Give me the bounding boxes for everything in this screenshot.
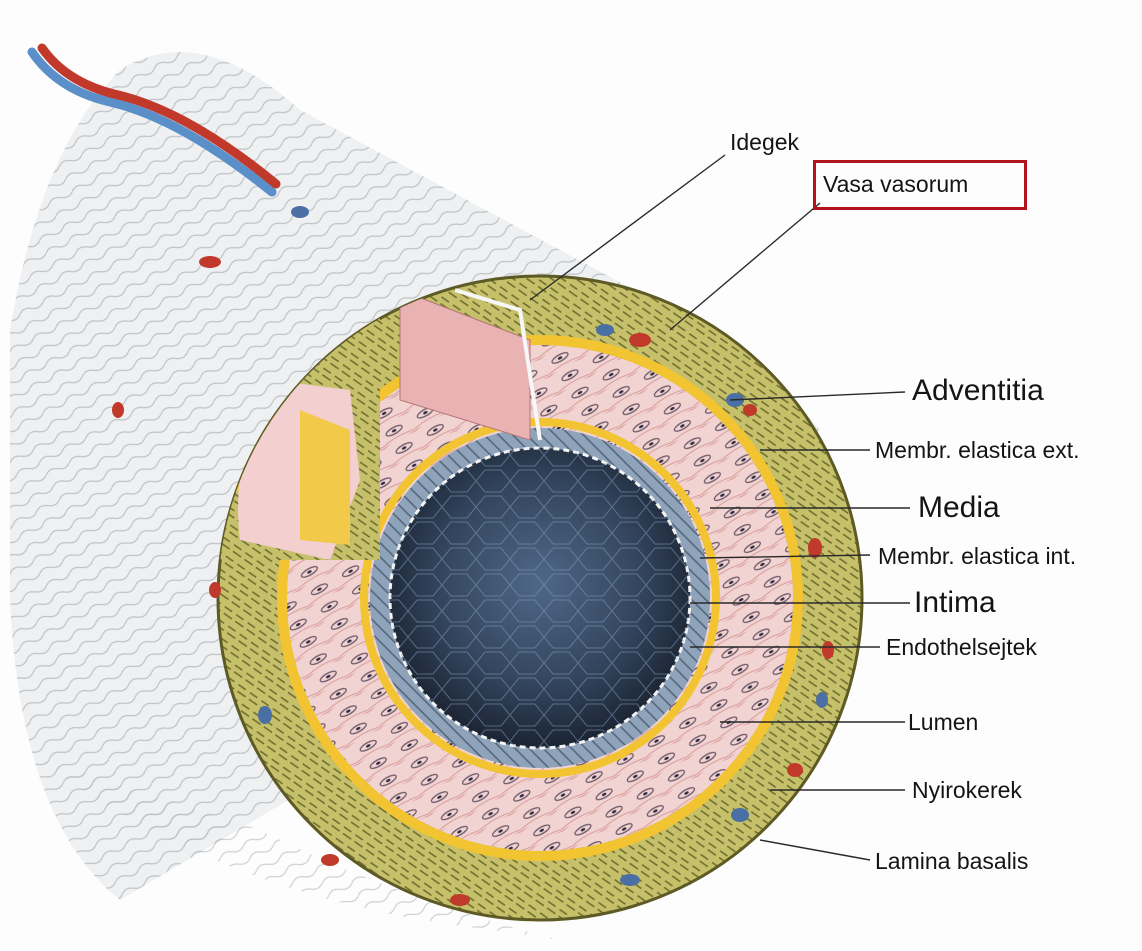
label-membr-elastica-ext: Membr. elastica ext. — [875, 439, 1080, 462]
label-endothelsejtek: Endothelsejtek — [886, 636, 1037, 659]
leader-idegek — [530, 155, 725, 300]
label-lumen: Lumen — [908, 711, 978, 734]
label-lamina-basalis: Lamina basalis — [875, 850, 1028, 873]
label-vasa-vasorum: Vasa vasorum — [823, 173, 968, 196]
label-media: Media — [918, 493, 1000, 523]
leader-vasa-vasorum — [670, 203, 820, 330]
label-intima: Intima — [914, 588, 996, 618]
label-membr-elastica-int: Membr. elastica int. — [878, 545, 1076, 568]
label-nyirokerek: Nyirokerek — [912, 779, 1022, 802]
label-idegek: Idegek — [730, 131, 799, 154]
endothelial-cells — [390, 448, 690, 748]
leader-lamina-basalis — [760, 840, 870, 860]
label-adventitia: Adventitia — [912, 376, 1044, 406]
